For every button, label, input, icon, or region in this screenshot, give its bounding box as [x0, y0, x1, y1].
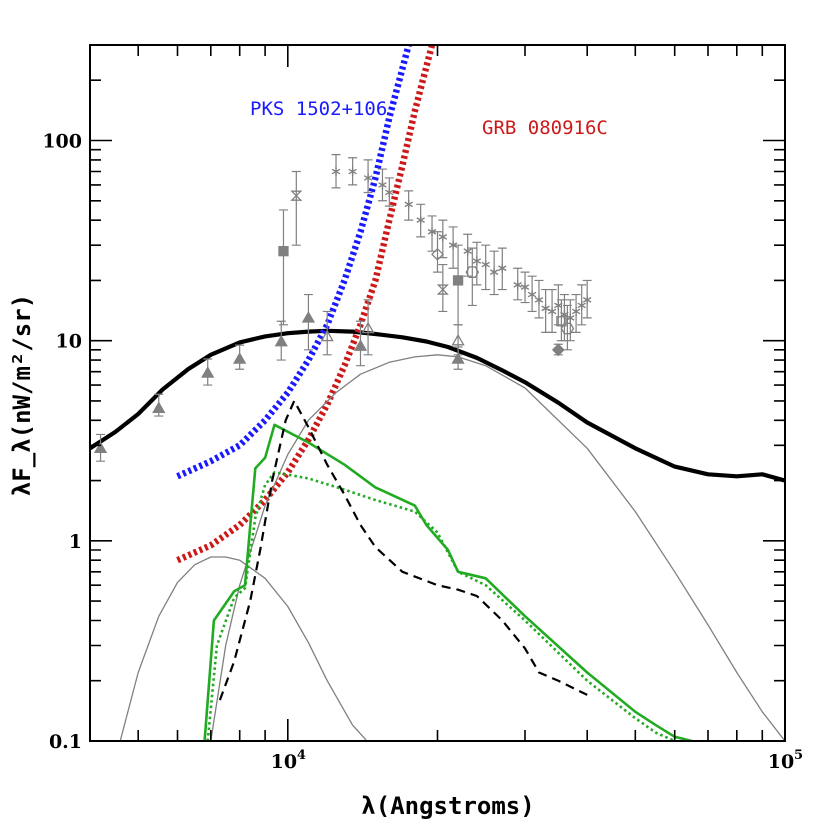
series-line-7 — [218, 399, 588, 701]
data-point-28 — [472, 256, 482, 266]
data-point-35 — [527, 290, 537, 299]
x-tick-exponent-0: 4 — [297, 748, 306, 763]
data-point-0 — [93, 441, 108, 454]
data-point-20 — [378, 180, 387, 190]
data-point-32 — [465, 266, 480, 278]
data-point-11 — [320, 329, 334, 342]
data-point-46 — [560, 322, 575, 335]
error-bar-45 — [556, 299, 566, 342]
data-point-6 — [353, 339, 368, 351]
data-point-5 — [301, 311, 316, 323]
x-tick-exponent-1: 5 — [794, 748, 803, 763]
data-point-37 — [541, 303, 550, 313]
data-point-14 — [551, 343, 565, 357]
error-bar-8 — [278, 209, 288, 326]
error-bar-15 — [433, 231, 442, 273]
error-bar-12 — [363, 299, 373, 356]
y-tick-label-0: 0.1 — [49, 731, 82, 753]
data-point-8 — [278, 246, 289, 257]
data-point-42 — [571, 306, 581, 316]
data-point-23 — [416, 215, 425, 225]
error-bar-13 — [453, 324, 463, 356]
data-point-30 — [489, 267, 499, 277]
error-bar-9 — [291, 170, 301, 246]
series-line-4 — [210, 354, 785, 741]
plot-frame — [89, 44, 786, 742]
series-line-6 — [206, 471, 676, 741]
series-line-3 — [119, 556, 368, 741]
data-points-layer — [93, 154, 592, 462]
annotation-pks: PKS 1502+106 — [250, 98, 387, 120]
data-point-21 — [385, 188, 394, 197]
data-point-1 — [152, 401, 166, 413]
data-point-44 — [582, 295, 592, 305]
y-tick-label-2: 10 — [56, 331, 82, 353]
data-point-25 — [438, 232, 448, 242]
data-point-43 — [577, 300, 586, 310]
series-line-2 — [176, 45, 436, 564]
data-point-2 — [201, 366, 215, 378]
series-line-5 — [203, 423, 693, 741]
data-point-33 — [513, 280, 522, 290]
series-line-0 — [90, 328, 785, 483]
data-point-18 — [348, 167, 357, 176]
data-point-26 — [448, 240, 458, 250]
data-point-36 — [534, 295, 544, 305]
data-point-38 — [547, 306, 557, 316]
data-point-45 — [556, 316, 567, 327]
data-point-24 — [427, 227, 437, 237]
data-point-34 — [520, 282, 530, 292]
data-point-15 — [431, 247, 444, 261]
x-axis-label: λ(Angstroms) — [361, 792, 534, 820]
error-bar-46 — [562, 304, 572, 351]
data-point-7 — [451, 352, 465, 364]
data-point-10 — [452, 275, 464, 286]
data-point-17 — [331, 167, 341, 176]
data-point-3 — [233, 352, 247, 364]
data-point-13 — [451, 333, 465, 346]
data-point-27 — [463, 246, 472, 256]
error-bar-16 — [438, 263, 448, 313]
annotation-grb: GRB 080916C — [482, 117, 608, 139]
y-tick-label-3: 100 — [42, 131, 82, 153]
y-tick-label-1: 1 — [69, 531, 82, 553]
data-point-19 — [363, 173, 373, 183]
data-point-31 — [498, 263, 507, 273]
curves-layer — [90, 45, 785, 741]
tick-marks — [89, 44, 786, 742]
data-point-16 — [436, 284, 449, 295]
data-point-12 — [361, 321, 375, 334]
data-point-9 — [290, 190, 303, 201]
data-point-22 — [404, 199, 413, 209]
x-tick-label-0: 10 — [271, 751, 297, 773]
x-tick-label-1: 10 — [768, 751, 794, 773]
data-point-29 — [481, 260, 490, 270]
error-bar-11 — [322, 310, 332, 356]
series-line-1 — [176, 45, 412, 480]
data-point-4 — [274, 334, 288, 347]
y-axis-label: λF_λ(nW/m²/sr) — [8, 294, 36, 496]
